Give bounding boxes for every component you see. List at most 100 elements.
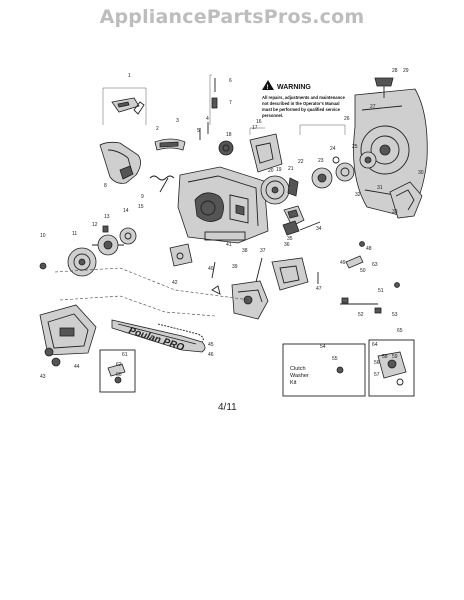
warning-line-1: All repairs, adjustments and maintenance (262, 95, 346, 100)
bar-brand-label: Poulan PRO (127, 325, 186, 353)
part-label-19: 19 (276, 167, 282, 173)
kit-line-2: Washer (290, 373, 309, 379)
part-label-44: 44 (74, 364, 80, 370)
part-label-63: 63 (372, 262, 378, 268)
part-label-32: 32 (355, 192, 361, 198)
part-label-33: 33 (392, 209, 398, 215)
starter-handle (374, 77, 394, 98)
ignition-module (283, 205, 305, 227)
top-handle-cover (99, 141, 141, 184)
part-label-59: 59 (392, 354, 398, 360)
part-label-39: 39 (232, 264, 238, 270)
part-label-5: 5 (197, 128, 200, 134)
part-label-54: 54 (320, 344, 326, 350)
warning-line-2: not described in the Operator's Manual (262, 101, 340, 106)
kit-line-1: Clutch (290, 366, 306, 372)
part-label-28: 28 (392, 68, 398, 74)
part-label-37: 37 (260, 248, 266, 254)
part-label-7: 7 (229, 100, 232, 106)
part-label-62: 62 (116, 362, 122, 368)
warning-line-3: must be performed by qualified service (262, 107, 341, 112)
part-label-4: 4 (206, 116, 209, 122)
part-label-47: 47 (316, 286, 322, 292)
part-label-56: 56 (374, 360, 380, 366)
part-label-31: 31 (377, 185, 383, 191)
part-label-25: 25 (352, 144, 358, 150)
front-handle (333, 230, 443, 305)
group-frame-1 (102, 87, 147, 125)
part-label-34: 34 (316, 226, 322, 232)
part-label-36: 36 (284, 242, 290, 248)
part-label-49: 49 (340, 260, 346, 266)
chain-tensioner-parts (211, 257, 263, 295)
part-label-13: 13 (104, 214, 110, 220)
part-label-15: 15 (138, 204, 144, 210)
watermark: AppliancePartsPros.com (99, 6, 365, 28)
part-label-65: 65 (397, 328, 403, 334)
part-label-20: 20 (268, 168, 274, 174)
warning-title: WARNING (277, 84, 311, 91)
bar-nuts (44, 347, 61, 367)
warning-block: ! WARNING All repairs, adjustments and m… (262, 80, 346, 118)
part-label-30: 30 (418, 170, 424, 176)
chain-brake-cover (389, 181, 423, 219)
clutch-washer (119, 227, 137, 245)
part-label-45: 45 (208, 342, 214, 348)
part-label-53: 53 (392, 312, 398, 318)
part-label-41: 41 (226, 242, 232, 248)
screws-top (149, 78, 218, 193)
part-label-26: 26 (344, 116, 350, 122)
part-label-8: 8 (104, 183, 107, 189)
part-label-9: 9 (141, 194, 144, 200)
part-label-21: 21 (288, 166, 294, 172)
part-label-61: 61 (122, 352, 128, 358)
part-label-48: 48 (366, 246, 372, 252)
svg-text:!: ! (267, 85, 269, 91)
part-label-46: 46 (208, 352, 214, 358)
part-label-10: 10 (40, 233, 46, 239)
gasket (169, 243, 193, 267)
part-label-24: 24 (330, 146, 336, 152)
clutch-pin (102, 225, 109, 233)
crankcase-cover (218, 133, 283, 173)
engine-housing (177, 166, 269, 244)
chain-path-upper (54, 267, 251, 301)
part-label-55: 55 (332, 356, 338, 362)
part-label-51: 51 (378, 288, 384, 294)
clutch-washer-kit-box: Clutch Washer Kit (282, 343, 366, 397)
part-label-50: 50 (360, 268, 366, 274)
starter-pulley-parts (311, 151, 377, 189)
part-label-14: 14 (123, 208, 129, 214)
filter-element (154, 138, 186, 151)
trigger-parts (107, 363, 126, 384)
oil-pump-kit-box (368, 339, 415, 397)
page-number: 4/11 (218, 402, 237, 413)
part-label-2: 2 (156, 126, 159, 132)
part-label-1: 1 (128, 73, 131, 79)
part-label-17: 17 (252, 125, 258, 131)
part-label-11: 11 (72, 231, 77, 237)
kit-line-3: Kit (290, 380, 297, 386)
trigger-kit-frame (99, 349, 136, 393)
part-label-43: 43 (40, 374, 46, 380)
warning-triangle-icon: ! (262, 80, 274, 91)
group-frame-26 (299, 124, 346, 135)
part-label-42: 42 (172, 280, 178, 286)
part-label-57: 57 (374, 372, 380, 378)
part-label-22: 22 (298, 159, 304, 165)
flywheel (260, 175, 299, 205)
clutch-assembly (92, 234, 124, 256)
group-frame-6 (209, 74, 212, 125)
part-label-23: 23 (318, 158, 324, 164)
air-filter-cover (111, 97, 145, 115)
handle-hardware (317, 241, 400, 314)
part-label-18: 18 (226, 132, 232, 138)
part-label-64: 64 (372, 342, 378, 348)
part-label-27: 27 (370, 104, 376, 110)
part-label-58: 58 (382, 354, 388, 360)
group-frame-16 (249, 127, 265, 135)
muffler-cover (271, 257, 309, 291)
part-label-16: 16 (256, 119, 262, 125)
